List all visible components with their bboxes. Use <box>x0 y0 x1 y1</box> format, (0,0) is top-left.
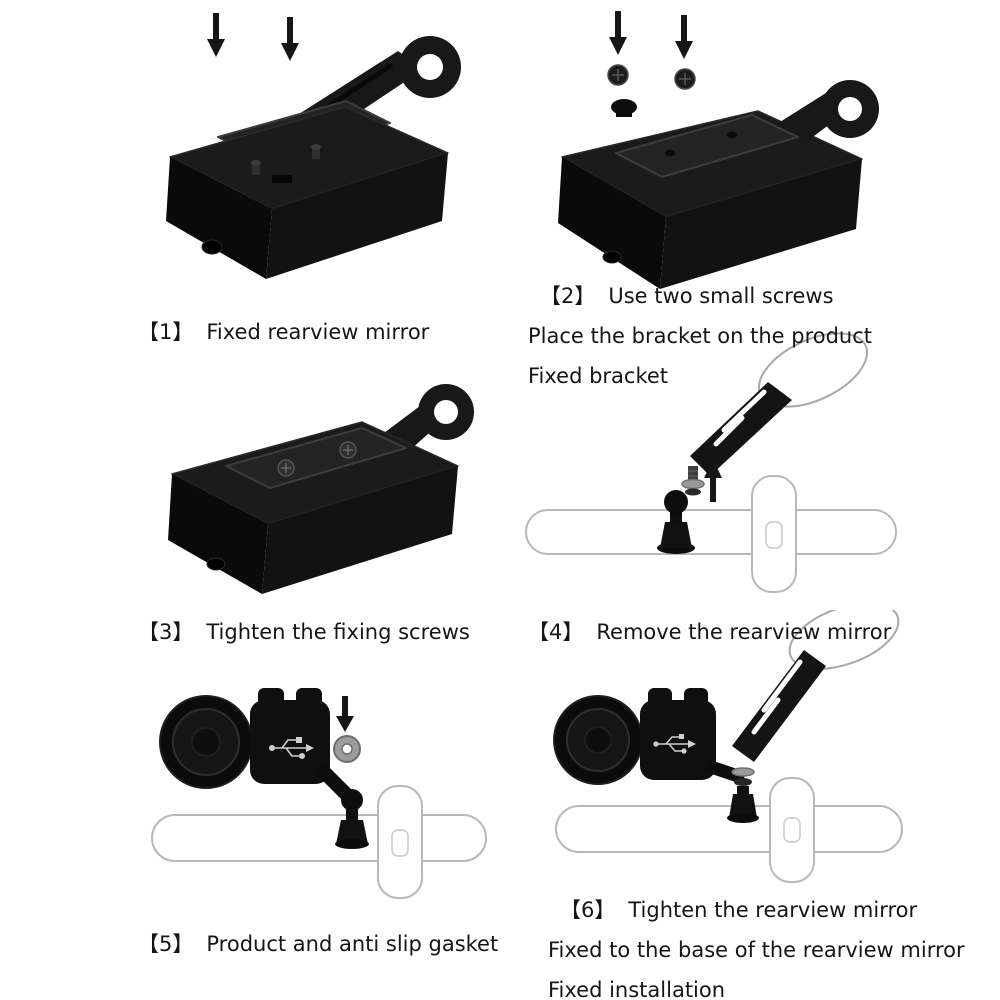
down-arrow-icon <box>207 13 225 57</box>
mirror-base-mount <box>657 490 695 554</box>
step5-caption: 【5】 Product and anti slip gasket <box>138 924 498 964</box>
caption-line: 【2】 Use two small screws <box>528 276 872 316</box>
washer-icon <box>333 735 361 763</box>
handlebar-outline <box>151 814 487 862</box>
lever-outline <box>751 475 797 593</box>
step1-text: Fixed rearview mirror <box>206 320 430 344</box>
washer-icon <box>681 478 705 490</box>
step4-number: 【4】 <box>528 620 584 644</box>
washer-icon <box>731 767 755 777</box>
screw-icon <box>674 68 696 90</box>
down-arrow-icon <box>281 17 299 61</box>
product-device <box>553 688 716 785</box>
screw-icon <box>277 459 295 477</box>
step6-caption: 【6】 Tighten the rearview mirror Fixed to … <box>548 890 965 1000</box>
mount-base-unit <box>558 99 863 289</box>
step3-illustration <box>140 382 485 607</box>
ball-joint-mount <box>317 765 369 849</box>
step5-illustration <box>138 672 500 912</box>
lever-outline <box>769 777 815 883</box>
ball-joint-mount <box>707 761 759 823</box>
step4-drawing <box>525 332 897 593</box>
mount-base-unit <box>166 106 449 279</box>
up-arrow-icon <box>704 459 722 502</box>
handlebar-outline <box>555 805 903 853</box>
step3-drawing <box>168 384 474 594</box>
step6-illustration <box>542 602 922 886</box>
usb-icon <box>269 737 314 759</box>
down-arrow-icon <box>675 15 693 59</box>
step2-text-2: Place the bracket on the product <box>528 324 873 348</box>
step1-caption: 【1】 Fixed rearview mirror <box>138 312 429 352</box>
step5-number: 【5】 <box>138 932 194 956</box>
step5-drawing <box>151 688 487 899</box>
down-arrow-icon <box>336 696 354 732</box>
step3-text: Tighten the fixing screws <box>206 620 470 644</box>
screw-icon <box>339 441 357 459</box>
step4-illustration <box>518 326 918 612</box>
caption-line: 【1】 Fixed rearview mirror <box>138 312 429 352</box>
step3-number: 【3】 <box>138 620 194 644</box>
step2-text-1: Use two small screws <box>608 284 834 308</box>
step2-illustration <box>520 5 905 305</box>
step6-drawing <box>553 602 903 883</box>
caption-line: 【4】 Remove the rearview mirror <box>528 612 891 652</box>
mirror-arm <box>732 650 826 762</box>
mirror-stem <box>681 466 705 496</box>
step1-drawing <box>166 13 461 279</box>
step6-text-2: Fixed to the base of the rearview mirror <box>548 938 965 962</box>
caption-line: 【3】 Tighten the fixing screws <box>138 612 470 652</box>
step5-text: Product and anti slip gasket <box>206 932 499 956</box>
step2-number: 【2】 <box>540 284 596 308</box>
handlebar-outline <box>525 509 897 555</box>
usb-icon <box>653 734 696 754</box>
step4-caption: 【4】 Remove the rearview mirror <box>528 612 891 652</box>
step1-illustration <box>140 5 485 305</box>
step4-text: Remove the rearview mirror <box>596 620 892 644</box>
step1-number: 【1】 <box>138 320 194 344</box>
caption-line: 【5】 Product and anti slip gasket <box>138 924 498 964</box>
step6-text-3: Fixed installation <box>548 978 726 1000</box>
caption-line: 【6】 Tighten the rearview mirror <box>548 890 965 930</box>
step6-number: 【6】 <box>560 898 616 922</box>
step2-text-3: Fixed bracket <box>528 364 669 388</box>
rearview-mirror-outline <box>788 602 900 670</box>
screw-icon <box>607 64 629 86</box>
product-device <box>159 688 330 789</box>
step6-text-1: Tighten the rearview mirror <box>628 898 918 922</box>
mirror-bracket <box>615 80 879 178</box>
step3-caption: 【3】 Tighten the fixing screws <box>138 612 470 652</box>
mirror-arm <box>690 382 792 476</box>
down-arrow-icon <box>609 11 627 55</box>
step2-drawing <box>558 11 879 289</box>
bracket-plate <box>225 427 407 489</box>
step2-caption: 【2】 Use two small screws Place the bracke… <box>528 276 872 396</box>
lever-outline <box>377 785 423 899</box>
